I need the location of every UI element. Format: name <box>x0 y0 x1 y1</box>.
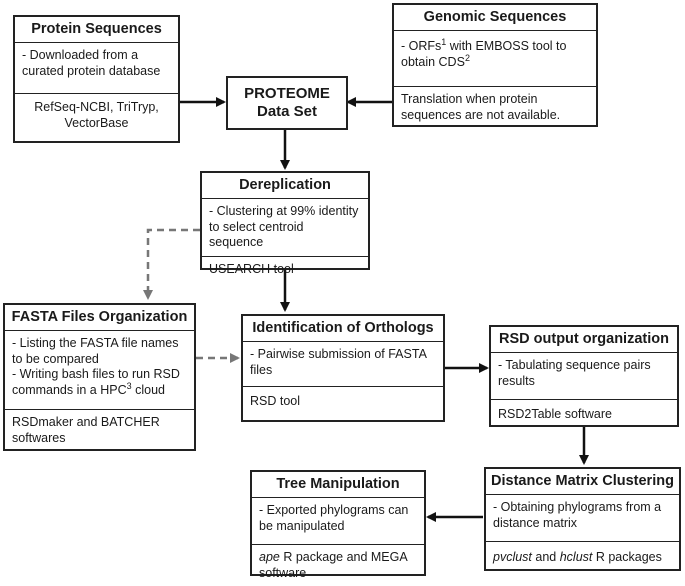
rsd-output-title: RSD output organization <box>491 327 677 353</box>
protein-sequences-title: Protein Sequences <box>15 17 178 43</box>
proteome-title: PROTEOME <box>244 85 330 102</box>
orthologs-title: Identification of Orthologs <box>243 316 443 342</box>
protein-sequences-sources: RefSeq-NCBI, TriTryp, VectorBase <box>15 93 178 136</box>
distance-matrix-title: Distance Matrix Clustering <box>486 469 679 495</box>
tree-manipulation-desc: - Exported phylograms can be manipulated <box>259 503 409 533</box>
genomic-sequences-desc: - ORFs1 with EMBOSS tool to obtain CDS2 <box>401 36 567 69</box>
fasta-files-item-1: - Listing the FASTA file names to be com… <box>12 336 179 366</box>
dereplication-tool: USEARCH tool <box>202 255 368 283</box>
genomic-sequences-title: Genomic Sequences <box>394 5 596 31</box>
distance-matrix-desc: - Obtaining phylograms from a distance m… <box>493 500 662 530</box>
orthologs-desc: - Pairwise submission of FASTA files <box>250 347 427 377</box>
fasta-files-items: - Listing the FASTA file names to be com… <box>5 331 194 409</box>
rsd-output-tool: RSD2Table software <box>491 399 677 428</box>
tree-manipulation-box: Tree Manipulation - Exported phylograms … <box>250 470 426 580</box>
proteome-subtitle: Data Set <box>256 103 318 120</box>
genomic-sequences-translation: Translation when protein sequences are n… <box>394 86 596 128</box>
orthologs-tool: RSD tool <box>243 386 443 415</box>
fasta-files-title: FASTA Files Organization <box>5 305 194 331</box>
tree-manipulation-packages: ape R package and MEGA software <box>252 544 424 586</box>
fasta-files-tools: RSDmaker and BATCHER softwares <box>5 409 194 451</box>
dashed-arrow-dereplication-to-fasta <box>143 228 200 300</box>
protein-sequences-box: Protein Sequences - Downloaded from a cu… <box>13 15 180 143</box>
proteome-dataset-box: PROTEOME Data Set <box>226 76 348 130</box>
dereplication-title: Dereplication <box>202 173 368 199</box>
rsd-output-box: RSD output organization - Tabulating seq… <box>489 325 679 427</box>
rsd-output-desc: - Tabulating sequence pairs results <box>498 358 651 388</box>
tree-manipulation-title: Tree Manipulation <box>252 472 424 498</box>
genomic-sequences-box: Genomic Sequences - ORFs1 with EMBOSS to… <box>392 3 598 127</box>
orthologs-box: Identification of Orthologs - Pairwise s… <box>241 314 445 422</box>
fasta-files-item-2: - Writing bash files to run RSD commands… <box>12 367 180 397</box>
dereplication-desc: - Clustering at 99% identity to select c… <box>209 204 359 249</box>
protein-sequences-desc: - Downloaded from a curated protein data… <box>22 48 161 78</box>
distance-matrix-packages: pvclust and hclust R packages <box>486 541 679 571</box>
dereplication-box: Dereplication - Clustering at 99% identi… <box>200 171 370 276</box>
distance-matrix-box: Distance Matrix Clustering - Obtaining p… <box>484 467 681 571</box>
fasta-files-box: FASTA Files Organization - Listing the F… <box>3 303 196 451</box>
